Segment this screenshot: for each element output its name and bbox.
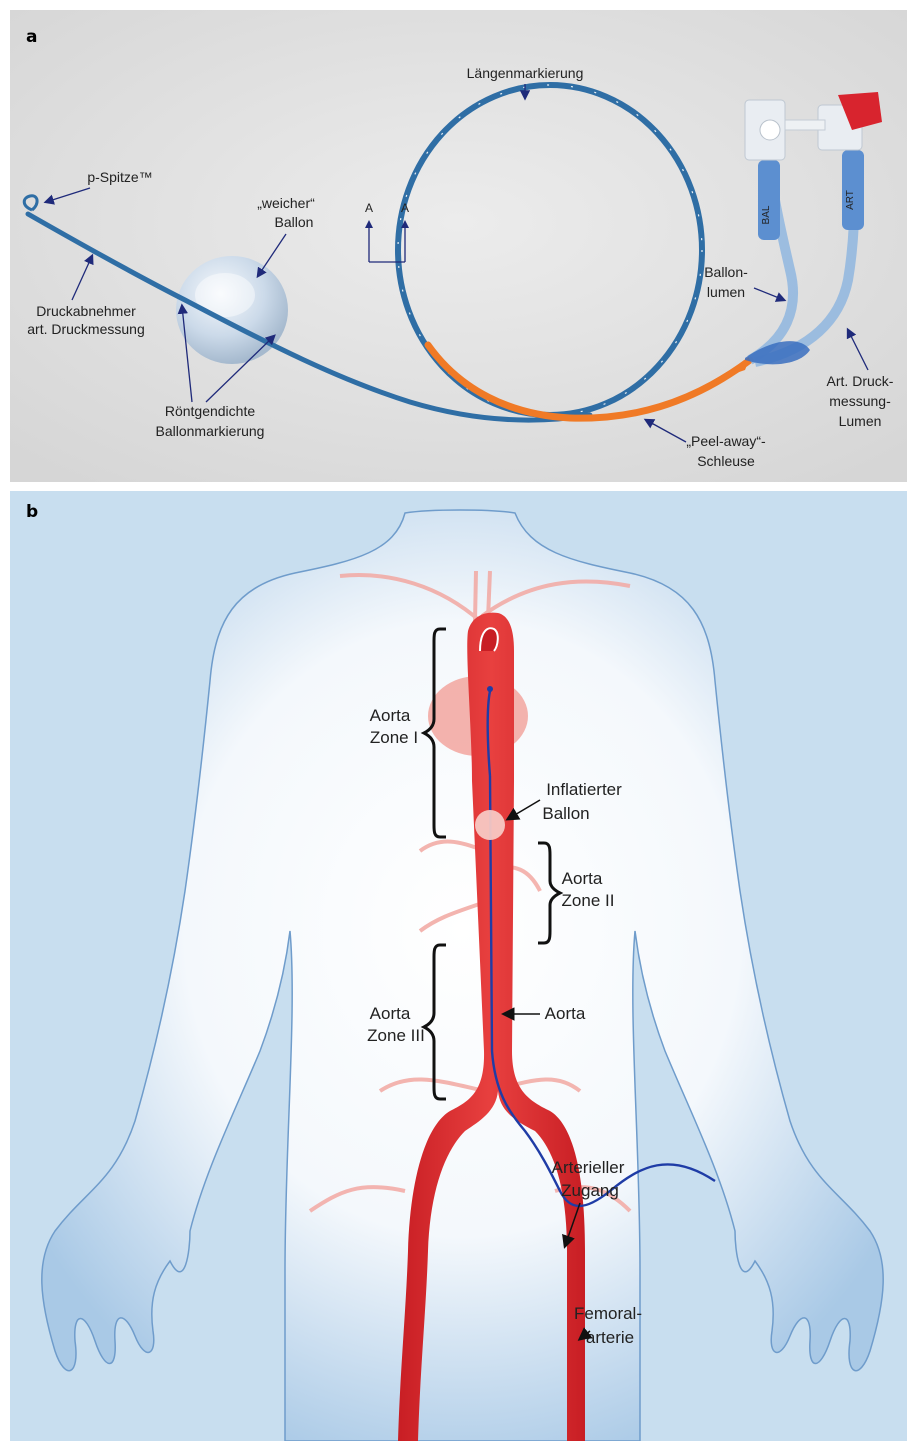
label-laengenmarkierung: Längenmarkierung [467,65,584,81]
label-p-spitze: p-Spitze™ [87,169,152,185]
label-weicher-1: „weicher“ [257,195,315,211]
anatomy-panel: b Aorta Zone I Inflatierter Ballon Aorta… [10,491,907,1441]
label-zugang-1: Arterieller [552,1158,625,1177]
panel-letter-a: a [26,27,37,47]
label-ballon-lumen-1: Ballon- [704,264,748,280]
label-zone1-2: Zone I [370,728,418,747]
label-zone3-2: Zone III [367,1026,425,1045]
panel-letter-b: b [26,502,38,522]
label-roentgen-2: Ballonmarkierung [156,423,265,439]
label-peel-2: Schleuse [697,453,755,469]
label-zone2-2: Zone II [562,891,615,910]
inflated-balloon [475,810,505,840]
catheter-illustration: BAL ART a Längenmarkierung p-Spitze™ „we… [10,10,907,482]
label-ballon-1: Inflatierter [546,780,622,799]
label-zone1-1: Aorta [370,706,411,725]
label-ballon-2: Ballon [542,804,589,823]
tag-bal: BAL [761,205,772,224]
art-connector [842,150,864,230]
label-femoral-2: arterie [586,1328,634,1347]
label-roentgen-1: Röntgendichte [165,403,256,419]
label-druck-2: art. Druckmessung [27,321,144,337]
label-zugang-2: Zugang [561,1181,619,1200]
label-femoral-1: Femoral- [574,1304,642,1323]
label-zone3-1: Aorta [370,1004,411,1023]
label-zone2-1: Aorta [562,869,603,888]
tag-art: ART [845,190,856,210]
body-silhouette [42,510,883,1441]
label-peel-1: „Peel-away“- [686,433,766,449]
anatomy-illustration: b Aorta Zone I Inflatierter Ballon Aorta… [10,491,907,1441]
label-art-lumen-3: Lumen [839,413,882,429]
label-art-lumen-1: Art. Druck- [827,373,894,389]
label-druck-1: Druckabnehmer [36,303,136,319]
catheter-photo-panel: BAL ART a Längenmarkierung p-Spitze™ „we… [10,10,907,482]
label-art-lumen-2: messung- [829,393,891,409]
marker-a1: A [365,201,373,215]
label-weicher-2: Ballon [275,214,314,230]
label-ballon-lumen-2: lumen [707,284,745,300]
marker-a2: A [401,201,409,215]
bal-connector [758,160,780,240]
label-aorta: Aorta [545,1004,586,1023]
